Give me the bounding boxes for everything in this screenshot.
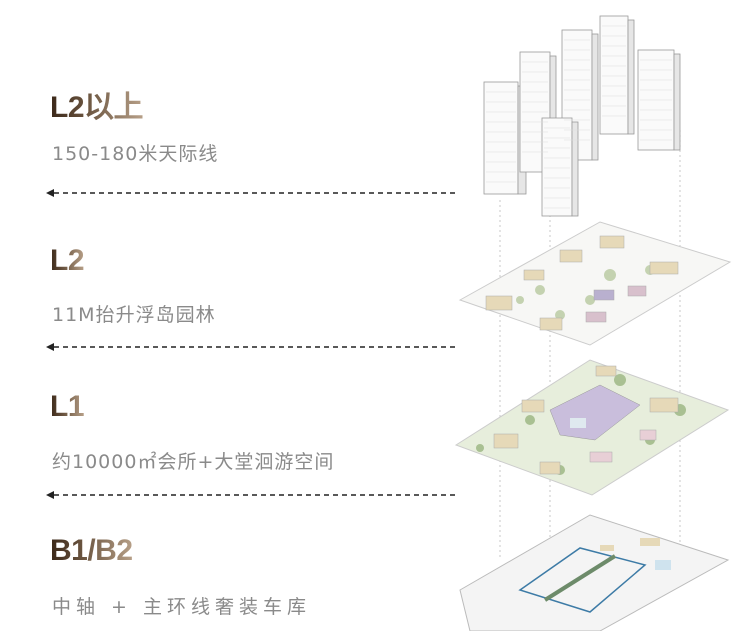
level-title-l1: L1 bbox=[50, 390, 85, 423]
dashed-arrow-left-icon bbox=[46, 189, 458, 197]
level-subtitle-l2: 11M抬升浮岛园林 bbox=[52, 304, 216, 326]
towers bbox=[483, 15, 681, 217]
l1-platform bbox=[454, 359, 730, 496]
dashed-arrow-left-icon bbox=[46, 343, 458, 351]
level-title-b1-b2: B1/B2 bbox=[50, 534, 133, 567]
level-title-l2: L2 bbox=[50, 244, 85, 277]
level-subtitle-l1: 约10000㎡会所+大堂洄游空间 bbox=[52, 451, 335, 473]
l2-platform bbox=[458, 221, 732, 346]
b1-b2-platform bbox=[459, 514, 730, 631]
level-subtitle-b1-b2: 中轴 + 主环线奢装车库 bbox=[52, 596, 311, 618]
level-subtitle-above-l2: 150-180米天际线 bbox=[52, 143, 219, 165]
exploded-axonometric-illustration bbox=[454, 15, 732, 631]
level-title-above-l2: L2以上 bbox=[50, 82, 144, 126]
dashed-arrow-left-icon bbox=[46, 491, 458, 499]
